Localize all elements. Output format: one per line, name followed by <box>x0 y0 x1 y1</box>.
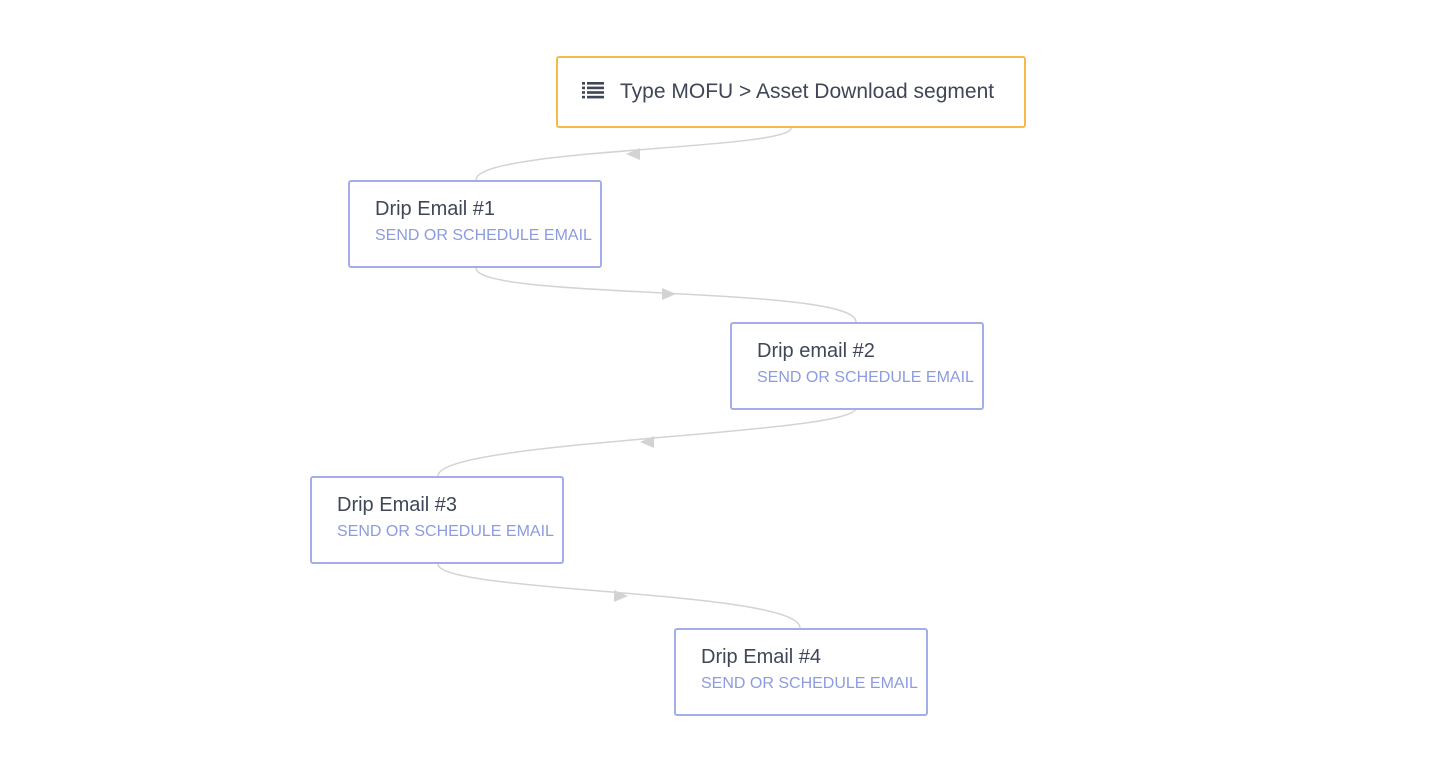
step-subtitle: SEND OR SCHEDULE EMAIL <box>375 227 592 244</box>
connector-step-3-to-step-4 <box>437 563 801 629</box>
step-subtitle: SEND OR SCHEDULE EMAIL <box>701 675 918 692</box>
step-title: Drip Email #3 <box>337 494 458 516</box>
arrow-head-1 <box>626 148 640 160</box>
connector-step-1-to-step-2 <box>475 267 857 323</box>
step-subtitle: SEND OR SCHEDULE EMAIL <box>757 369 974 386</box>
step-node-drip-email-3[interactable]: Drip Email #3 SEND OR SCHEDULE EMAIL <box>310 476 564 564</box>
arrow-head-2 <box>662 288 676 300</box>
step-title: Drip Email #1 <box>375 198 496 220</box>
connector-step-2-to-step-3 <box>437 407 857 477</box>
arrow-head-4 <box>614 590 628 602</box>
connector-trigger-to-step-1 <box>475 127 792 181</box>
step-title: Drip email #2 <box>757 340 875 362</box>
step-title: Drip Email #4 <box>701 646 822 668</box>
trigger-node[interactable]: Type MOFU > Asset Download segment <box>556 56 1026 128</box>
step-node-drip-email-2[interactable]: Drip email #2 SEND OR SCHEDULE EMAIL <box>730 322 984 410</box>
trigger-label: Type MOFU > Asset Download segment <box>620 80 995 103</box>
step-node-drip-email-1[interactable]: Drip Email #1 SEND OR SCHEDULE EMAIL <box>348 180 602 268</box>
step-node-drip-email-4[interactable]: Drip Email #4 SEND OR SCHEDULE EMAIL <box>674 628 928 716</box>
step-subtitle: SEND OR SCHEDULE EMAIL <box>337 523 554 540</box>
arrow-head-3 <box>640 436 654 448</box>
list-icon <box>582 82 604 99</box>
